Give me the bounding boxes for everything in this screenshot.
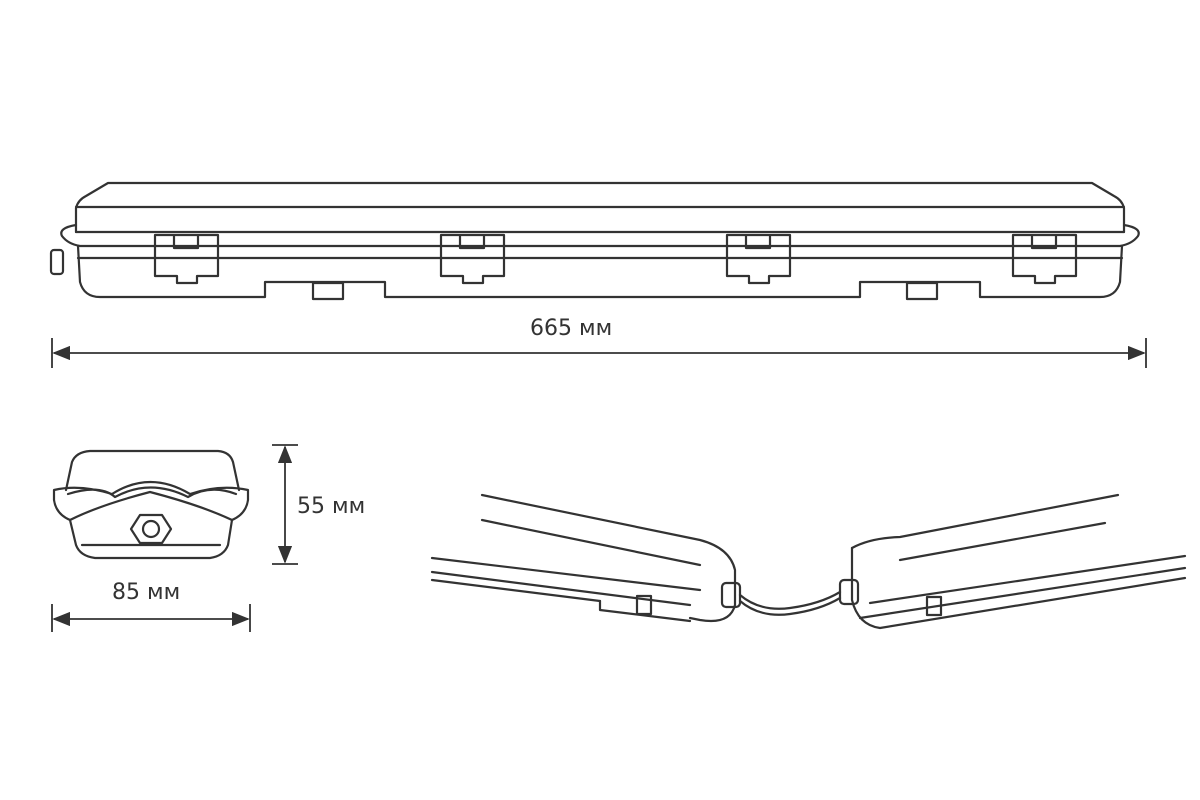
side-view-luminaire (49, 181, 1140, 301)
height-dimension-line (272, 444, 298, 565)
width-dimension-line (51, 604, 251, 632)
length-label: 665 мм (530, 316, 613, 341)
clips (153, 233, 1078, 285)
height-label: 55 мм (297, 494, 366, 519)
width-label: 85 мм (112, 580, 181, 605)
length-dimension-line (51, 338, 1147, 368)
connected-luminaires-perspective (430, 493, 1187, 630)
end-view-luminaire (52, 449, 250, 560)
